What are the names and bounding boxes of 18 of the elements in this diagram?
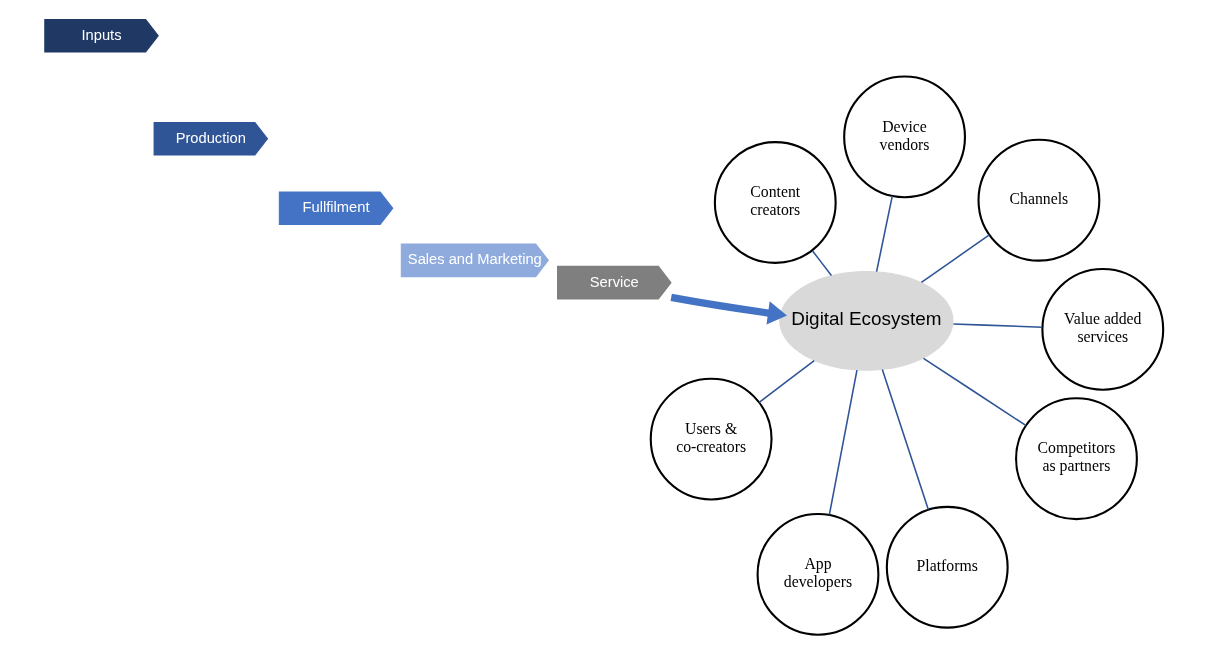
connector — [811, 249, 833, 276]
node-circle: Device vendors — [843, 74, 966, 198]
connector — [952, 322, 1043, 328]
connector — [828, 368, 858, 515]
node-circle: App developers — [756, 512, 880, 636]
connector — [881, 368, 930, 510]
connector — [875, 194, 894, 272]
node-circle: Value added services — [1041, 267, 1165, 391]
node-circle: Channels — [977, 138, 1101, 262]
connector — [922, 357, 1027, 426]
node-circle: Platforms — [885, 505, 1009, 629]
node-ellipse: Digital Ecosystem — [779, 270, 954, 371]
connector — [920, 233, 991, 283]
arrow — [670, 293, 787, 325]
connector — [758, 359, 816, 403]
node-circle: Competitors as partners — [1015, 396, 1138, 520]
node-circle: Users & co-creators — [649, 377, 773, 501]
node-circle: Content creators — [713, 140, 837, 264]
